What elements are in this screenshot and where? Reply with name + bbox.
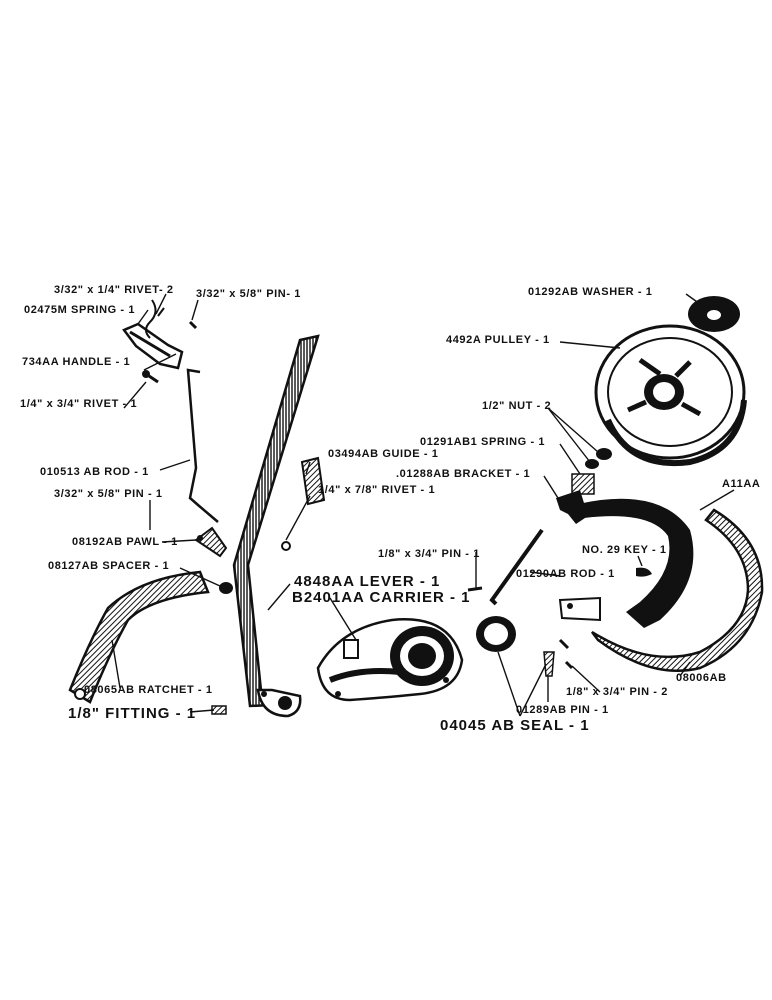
bracket-part bbox=[556, 490, 588, 524]
label-rod-010513ab: 010513 AB ROD - 1 bbox=[40, 466, 149, 478]
label-pin-18x34-single: 1/8" x 3/4" PIN - 1 bbox=[378, 548, 480, 560]
label-rivet-14x34: 1/4" x 3/4" RIVET - 1 bbox=[20, 398, 138, 410]
label-spring-02475m: 02475M SPRING - 1 bbox=[24, 304, 136, 316]
lever-part bbox=[232, 334, 320, 718]
label-spacer-08127ab: 08127AB SPACER - 1 bbox=[48, 560, 170, 572]
label-handle-734aa: 734AA HANDLE - 1 bbox=[22, 356, 131, 368]
pin-small-part bbox=[467, 586, 483, 592]
label-lining-08006ab: 08006AB bbox=[676, 672, 727, 684]
label-rod-01290ab: 01290AB ROD - 1 bbox=[516, 568, 615, 580]
label-rivet-14x78: 1/4" x 7/8" RIVET - 1 bbox=[318, 484, 436, 496]
label-bracket-01288ab: .01288AB BRACKET - 1 bbox=[396, 468, 531, 480]
lining-part bbox=[591, 508, 764, 672]
label-lever-4848aa: 4848AA LEVER - 1 bbox=[294, 573, 441, 590]
label-nut-12: 1/2" NUT - 2 bbox=[482, 400, 552, 412]
leader-lines bbox=[111, 293, 735, 717]
rod-part bbox=[186, 368, 219, 523]
seal-part bbox=[476, 616, 516, 652]
spring-nut-part bbox=[571, 448, 612, 495]
label-ratchet-08065ab: 08065AB RATCHET - 1 bbox=[84, 684, 213, 696]
carrier-part bbox=[316, 618, 464, 702]
label-pin-332x58-mid: 3/32" x 5/8" PIN - 1 bbox=[54, 488, 163, 500]
label-pawl-08192ab: 08192AB PAWL - 1 bbox=[72, 536, 178, 548]
pin-pair-part bbox=[558, 638, 574, 670]
label-washer-01292ab: 01292AB WASHER - 1 bbox=[528, 286, 653, 298]
label-pin-332x58-top: 3/32" x 5/8" PIN- 1 bbox=[196, 288, 301, 300]
guide-part bbox=[300, 456, 326, 506]
rivet-part bbox=[281, 541, 291, 551]
label-seal-04045ab: 04045 AB SEAL - 1 bbox=[440, 717, 590, 734]
spacer-part bbox=[219, 582, 233, 594]
washer-part bbox=[688, 296, 740, 332]
pulley-part bbox=[594, 324, 747, 466]
pin-part bbox=[543, 651, 555, 677]
label-pulley-4492a: 4492A PULLEY - 1 bbox=[446, 334, 550, 346]
label-band-a11aa: A11AA bbox=[722, 478, 761, 490]
label-rivet-332x14: 3/32" x 1/4" RIVET- 2 bbox=[54, 284, 174, 296]
label-spring-01291ab1: 01291AB1 SPRING - 1 bbox=[420, 436, 546, 448]
rod-01290ab-part bbox=[489, 528, 544, 606]
brake-band-part bbox=[558, 498, 694, 628]
label-pin-18x34-double: 1/8" x 3/4" PIN - 2 bbox=[566, 686, 668, 698]
label-fitting-18: 1/8" FITTING - 1 bbox=[68, 705, 197, 722]
ratchet-part bbox=[68, 570, 210, 704]
label-key-no29: NO. 29 KEY - 1 bbox=[582, 544, 667, 556]
label-guide-03494ab: 03494AB GUIDE - 1 bbox=[328, 448, 439, 460]
pawl-part bbox=[194, 526, 228, 558]
handle-part bbox=[122, 299, 198, 384]
key-part bbox=[636, 567, 652, 577]
label-carrier-b2401aa: B2401AA CARRIER - 1 bbox=[292, 589, 471, 606]
label-pin-01289ab: 01289AB PIN - 1 bbox=[516, 704, 609, 716]
fitting-part bbox=[211, 705, 227, 715]
